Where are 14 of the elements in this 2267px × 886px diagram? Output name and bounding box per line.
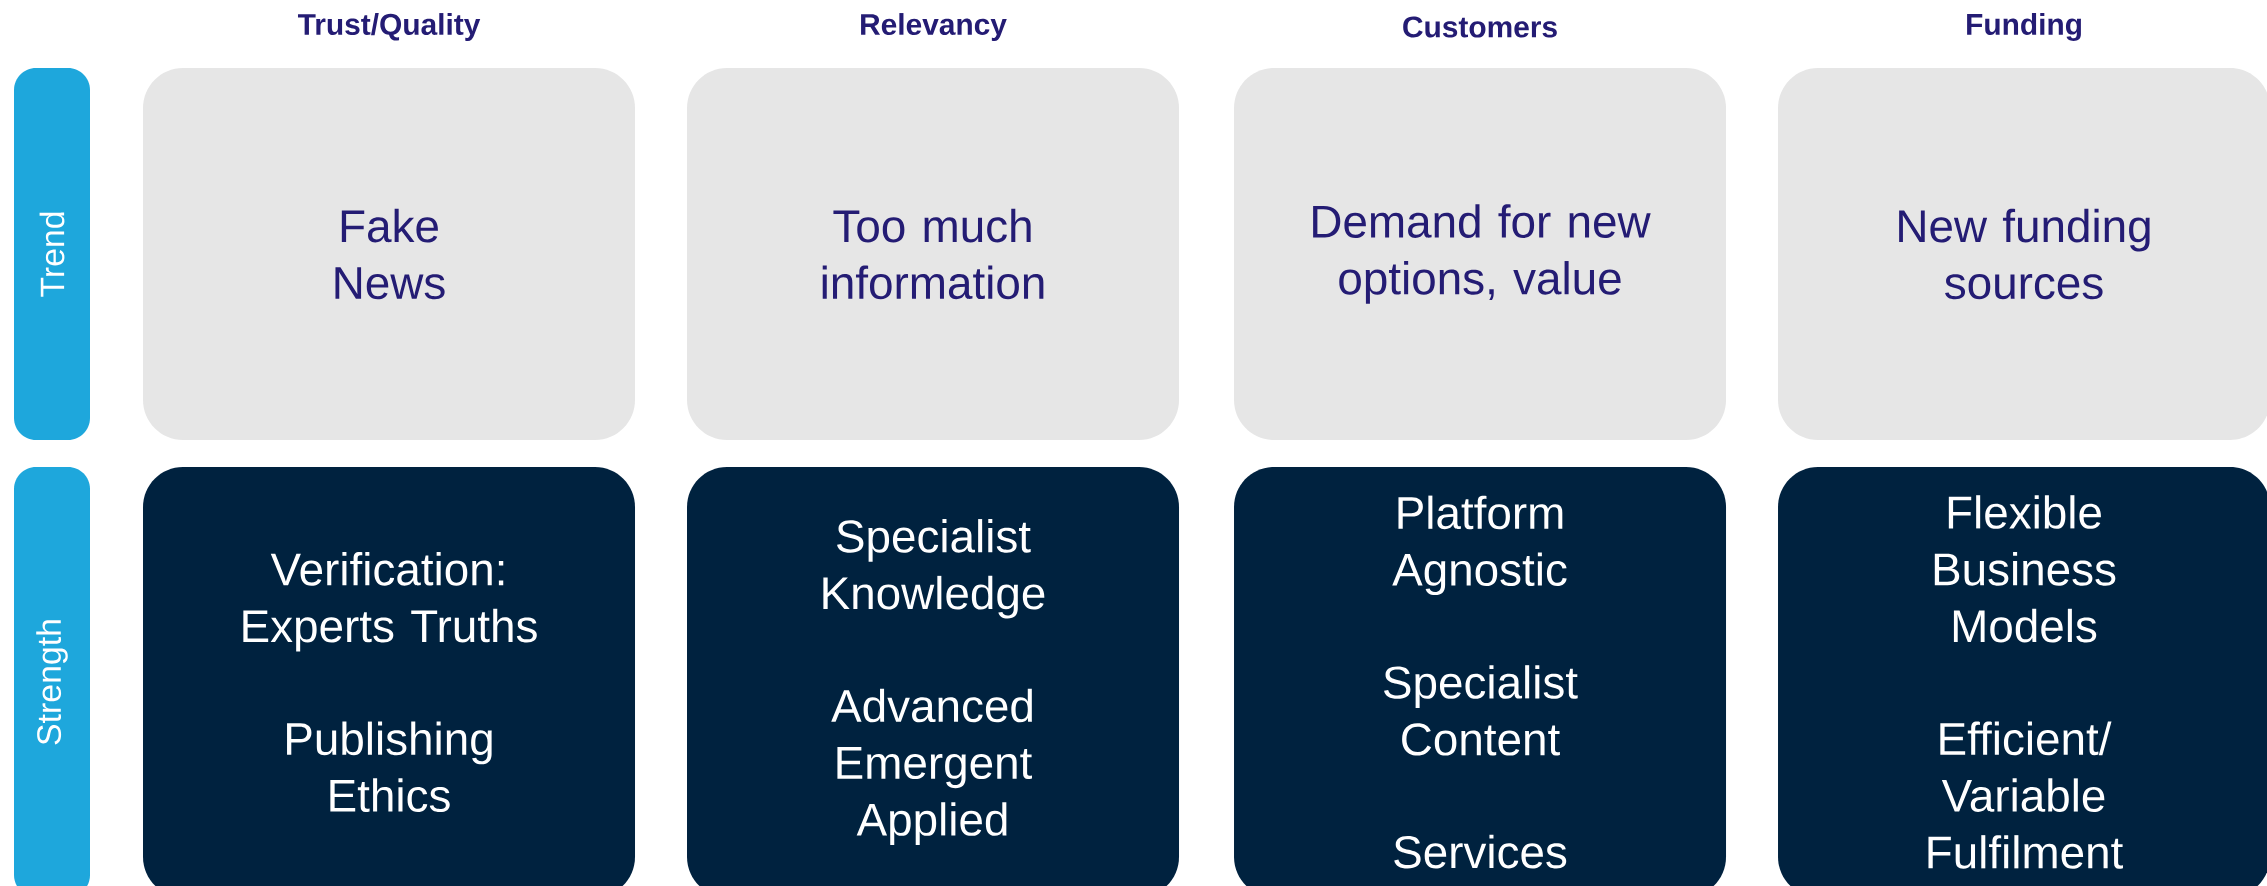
trend-box: New funding sources	[1778, 68, 2267, 440]
row-label-bar: Trend	[14, 68, 90, 440]
column-heading: Funding	[1967, 13, 2081, 41]
row-label-bar: Strength	[14, 467, 90, 886]
trend-box: Demand for new options, value	[1234, 68, 1727, 440]
strength-box: Verification: Experts Truths Publishing Ethics	[143, 467, 635, 886]
strength-box: Specialist Knowledge Advanced Emergent Applied	[687, 467, 1179, 886]
strength-box: Platform Agnostic Specialist Content Services	[1234, 467, 1727, 886]
column-heading: Relevancy	[861, 13, 1007, 41]
strength-box: Flexible Business Models Efficient/ Variable Fulfilment	[1778, 467, 2267, 886]
trend-box: Too much information	[687, 68, 1179, 440]
column-heading: Trust/Quality	[298, 13, 481, 41]
column-heading: Customers	[1403, 16, 1557, 38]
trend-box: Fake News	[143, 68, 635, 440]
